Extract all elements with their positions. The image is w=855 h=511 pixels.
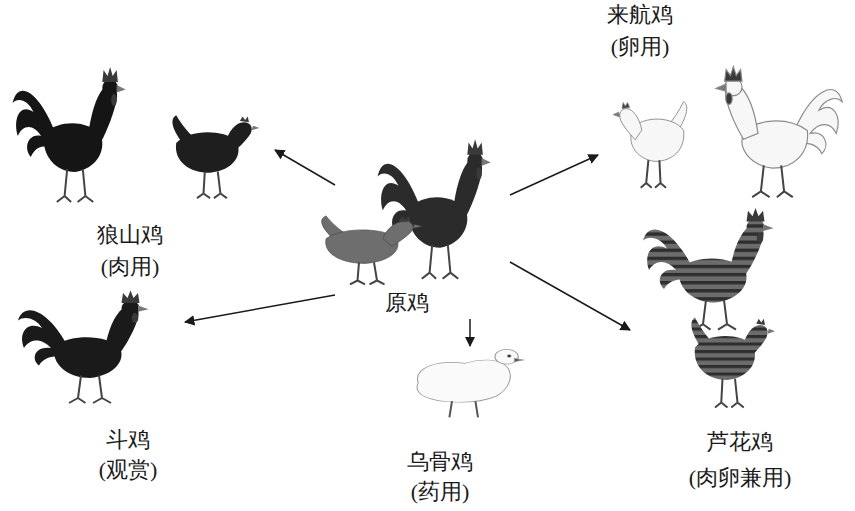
breed-name: 斗鸡 xyxy=(106,428,150,452)
barred-hen xyxy=(691,318,775,408)
breed-name: 乌骨鸡 xyxy=(407,450,473,474)
breed-node: 斗鸡 (观赏) xyxy=(10,283,185,490)
breed-node: 芦花鸡 (肉卵兼用) xyxy=(630,205,850,505)
breed-name: 芦花鸡 xyxy=(707,430,773,454)
breed-name: 狼山鸡 xyxy=(97,223,163,247)
breed-use: (观赏) xyxy=(99,458,158,482)
breed-use: (肉用) xyxy=(101,255,160,279)
derivation-arrow xyxy=(185,295,335,322)
derivation-arrow xyxy=(275,150,335,185)
langshan-hen xyxy=(172,115,259,198)
derivation-arrow xyxy=(469,319,471,346)
derivation-arrow xyxy=(510,155,598,195)
barred-rooster xyxy=(643,208,774,330)
breed-node: 原鸡 xyxy=(335,150,510,319)
breed-node: 乌骨鸡 (药用) xyxy=(395,346,535,508)
breed-name: 来航鸡 xyxy=(607,3,673,27)
breed-name: 原鸡 xyxy=(385,291,429,315)
junglefowl-hen xyxy=(322,216,422,284)
breed-use: (肉卵兼用) xyxy=(689,466,792,490)
breed-node: 来航鸡 (卵用) xyxy=(598,0,850,200)
derivation-arrow xyxy=(510,262,630,330)
game-cock xyxy=(18,291,149,404)
breed-node: 狼山鸡 (肉用) xyxy=(5,55,275,285)
leghorn-hen xyxy=(613,101,687,187)
leghorn-rooster xyxy=(716,67,842,198)
silkie-chicken xyxy=(417,349,523,417)
breed-use: (药用) xyxy=(411,480,470,504)
junglefowl-rooster xyxy=(378,139,491,278)
breed-use: (卵用) xyxy=(611,35,670,59)
langshan-rooster xyxy=(13,67,126,202)
